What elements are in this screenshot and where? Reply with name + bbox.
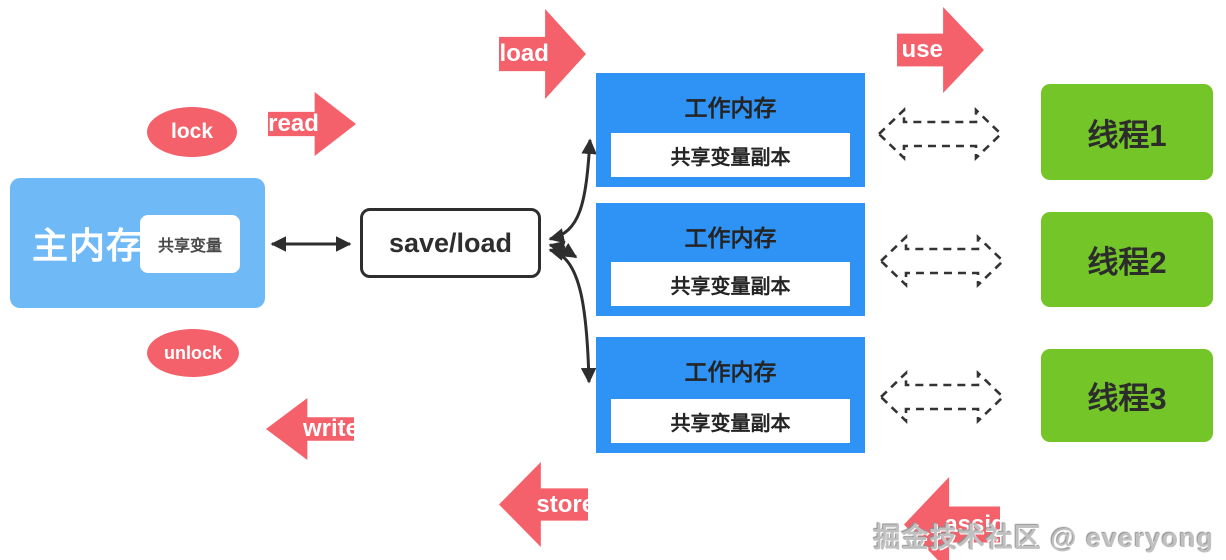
- dashed-double-arrow-3: [879, 369, 1005, 425]
- arrow-saveload-wm1: [548, 138, 597, 244]
- load-arrow: load: [499, 9, 586, 99]
- working-memory-title: 工作内存: [684, 95, 777, 121]
- working-memory-box-1: 工作内存 共享变量副本: [596, 73, 865, 187]
- unlock-ellipse: unlock: [147, 329, 239, 377]
- main-memory-box: 主内存 共享变量: [10, 178, 265, 308]
- thread-box-2: 线程2: [1041, 212, 1213, 307]
- load-label: load: [499, 40, 549, 67]
- use-label: use: [901, 36, 943, 63]
- unlock-label: unlock: [163, 342, 222, 363]
- write-label: write: [302, 415, 359, 442]
- shared-variable-copy-label: 共享变量副本: [670, 146, 791, 169]
- working-memory-title: 工作内存: [684, 225, 777, 251]
- working-memory-title: 工作内存: [684, 359, 777, 385]
- arrow-saveload-wm2: [548, 240, 578, 259]
- lock-label: lock: [170, 120, 214, 143]
- lock-ellipse: lock: [147, 107, 237, 157]
- thread-label: 线程1: [1087, 117, 1167, 153]
- save-load-box: save/load: [360, 208, 541, 278]
- shared-variable-label: 共享变量: [157, 238, 222, 255]
- read-arrow: read: [268, 92, 356, 156]
- shared-variable-copy-box: 共享变量副本: [611, 262, 850, 306]
- thread-label: 线程3: [1087, 381, 1167, 416]
- dashed-double-arrow-1: [877, 106, 1003, 162]
- thread-label: 线程2: [1087, 245, 1167, 280]
- working-memory-box-2: 工作内存 共享变量副本: [596, 203, 865, 316]
- working-memory-box-3: 工作内存 共享变量副本: [596, 337, 865, 453]
- write-arrow: write: [266, 398, 359, 460]
- save-load-label: save/load: [388, 227, 513, 258]
- thread-box-3: 线程3: [1041, 349, 1213, 442]
- arrow-saveload-wm3: [548, 245, 597, 384]
- read-label: read: [268, 110, 319, 137]
- shared-variable-box: 共享变量: [140, 215, 240, 273]
- shared-variable-copy-box: 共享变量副本: [611, 399, 850, 443]
- shared-variable-copy-label: 共享变量副本: [670, 412, 791, 435]
- store-arrow: store: [499, 462, 596, 547]
- shared-variable-copy-box: 共享变量副本: [611, 133, 850, 177]
- use-arrow: use: [897, 7, 984, 93]
- thread-box-1: 线程1: [1041, 84, 1213, 180]
- store-label: store: [536, 490, 596, 518]
- watermark: 掘金技术社区 @ everyong: [873, 523, 1214, 553]
- main-memory-label: 主内存: [32, 225, 144, 266]
- shared-variable-copy-label: 共享变量副本: [670, 275, 791, 298]
- dashed-double-arrow-2: [879, 233, 1005, 289]
